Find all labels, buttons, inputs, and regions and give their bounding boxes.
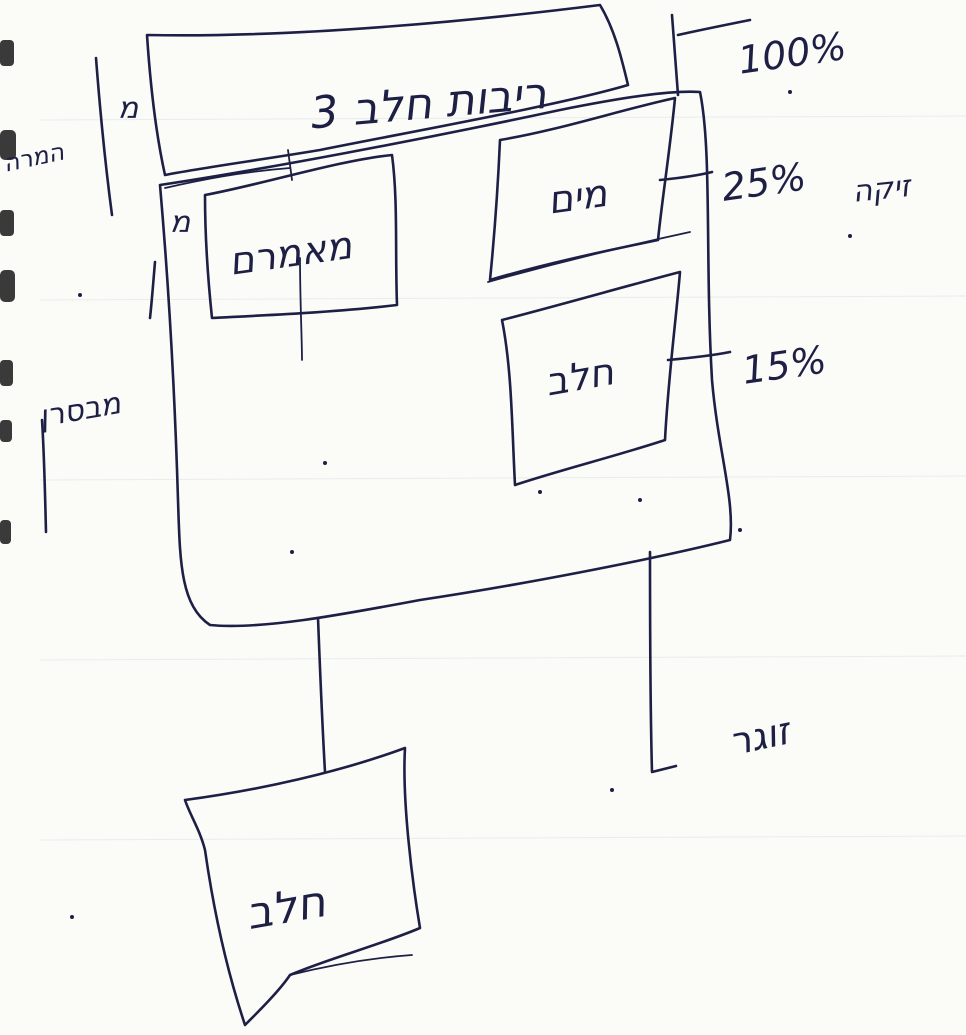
pct-mid: 25% [719, 154, 809, 209]
box-right-mid [500, 270, 682, 487]
tick-low [666, 350, 732, 362]
paper-rules [39, 115, 966, 841]
pct-low: 15% [739, 337, 829, 392]
box-left [203, 153, 399, 320]
pct-top: 100% [735, 24, 849, 83]
right-word: זיקה [851, 169, 915, 210]
leg-right [648, 550, 678, 774]
left-bracket-mid [148, 260, 157, 320]
main-box [158, 90, 733, 628]
connector-left-box [287, 149, 303, 361]
tick-top [670, 13, 752, 97]
spiral-binding [0, 40, 16, 544]
bottom-box [183, 746, 422, 1027]
bottom-right-label: זוגר [725, 708, 796, 764]
ink-dots [70, 90, 852, 919]
bottom-box-label: חלב [242, 876, 329, 940]
box-right-mid-label: חלב [542, 349, 617, 404]
leg-left [316, 616, 327, 774]
tick-mid [658, 170, 714, 182]
top-scroll-shape [145, 3, 630, 177]
box-right-top-label: מים [545, 171, 611, 223]
left-bracket-low [40, 418, 48, 534]
left-letter-top: מ [118, 91, 139, 126]
left-letter-box: מ [170, 205, 191, 240]
box-left-label: מאמרם [226, 223, 356, 284]
left-word-bottom: מבסרן [36, 386, 124, 435]
left-bracket-top [94, 56, 114, 217]
top-box-label: 3 ריבות חלב [309, 68, 549, 139]
